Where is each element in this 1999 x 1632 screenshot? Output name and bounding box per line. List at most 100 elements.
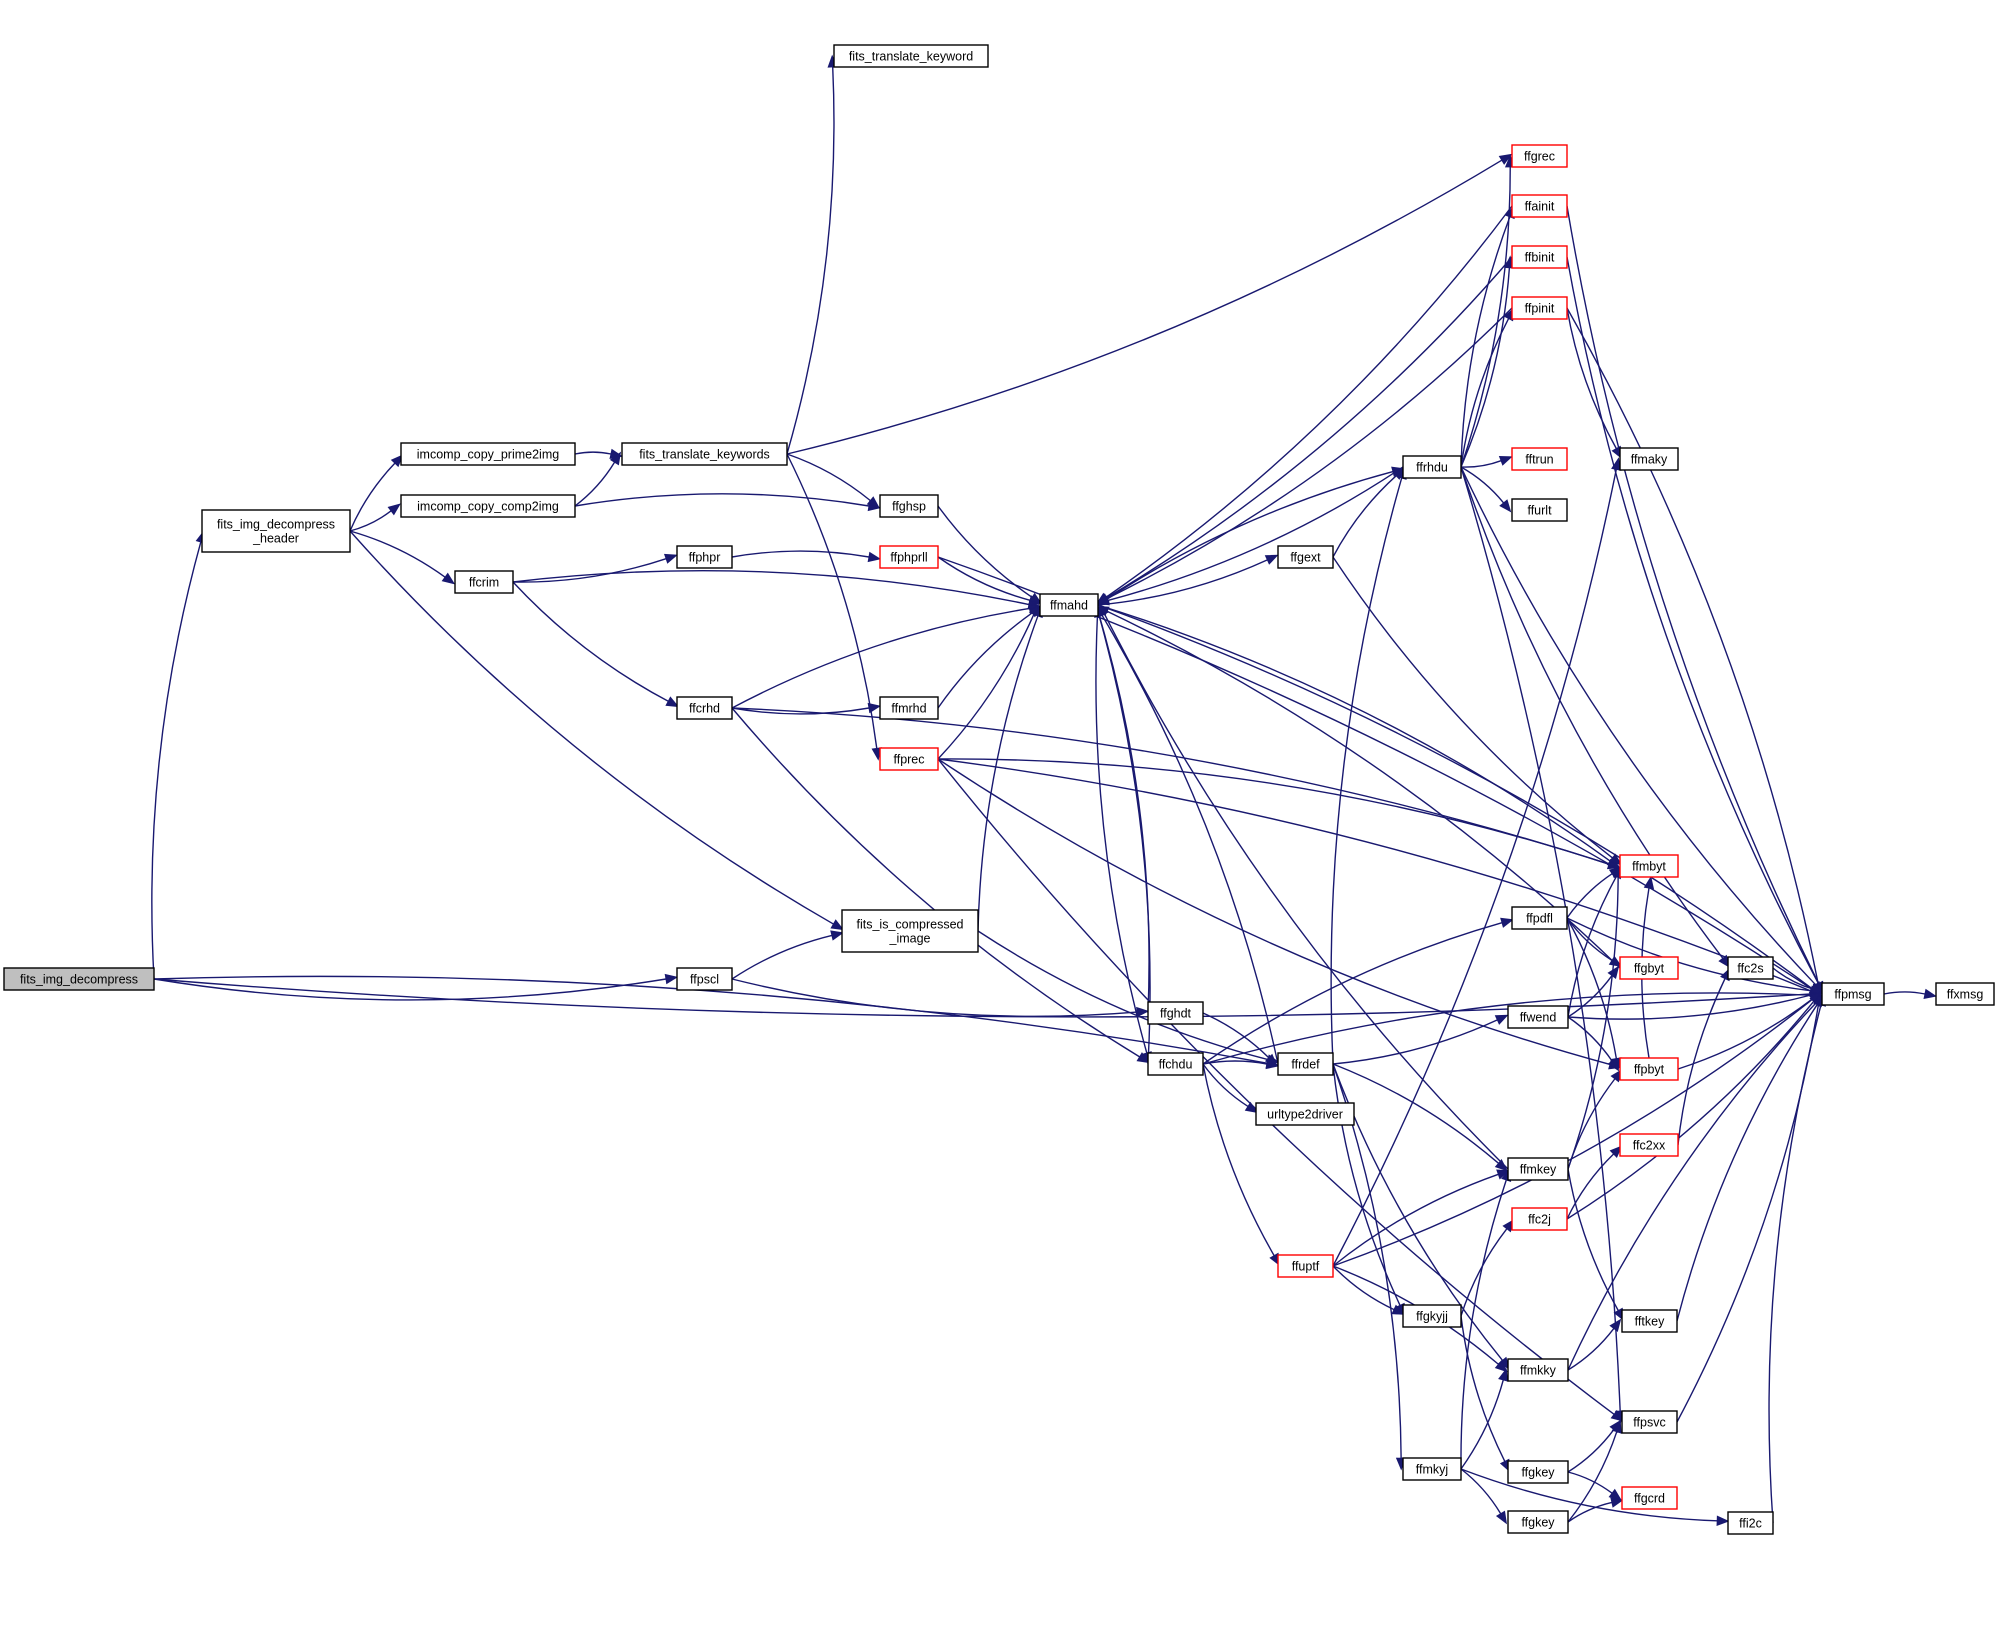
call-edge <box>1567 1016 1620 1072</box>
call-edge <box>1202 917 1514 1065</box>
function-node-ffgext[interactable]: ffgext <box>1277 545 1334 569</box>
function-node-ffpmsg[interactable]: ffpmsg <box>1821 982 1885 1006</box>
call-edge <box>1566 307 1824 996</box>
function-node-ffphprll[interactable]: ffphprll <box>879 545 939 569</box>
function-node-ffmahd[interactable]: ffmahd <box>1039 593 1099 617</box>
call-edge <box>1566 307 1623 460</box>
call-edge <box>1460 1468 1730 1527</box>
function-node-ffghsp[interactable]: ffghsp <box>879 494 939 518</box>
function-node-label: ffgrec <box>1524 150 1555 164</box>
call-edge <box>1332 467 1406 558</box>
function-node-fits-translate-keywords[interactable]: fits_translate_keywords <box>621 442 788 466</box>
function-node-ffpdfl[interactable]: ffpdfl <box>1511 906 1568 930</box>
call-edge <box>1772 967 1825 994</box>
function-node-ffuptf[interactable]: ffuptf <box>1277 1254 1334 1278</box>
function-node-ffghdt[interactable]: ffghdt <box>1147 1001 1204 1025</box>
call-edge <box>349 454 404 532</box>
call-edge <box>1202 1063 1259 1114</box>
function-node-imcomp-copy-comp2img[interactable]: imcomp_copy_comp2img <box>400 494 576 518</box>
function-node-ffpscl[interactable]: ffpscl <box>676 967 733 991</box>
call-edge <box>1097 554 1279 606</box>
call-edge <box>1332 1265 1406 1315</box>
function-node-ffi2c[interactable]: ffi2c <box>1727 1511 1774 1535</box>
function-node-fits-img-decompress-header[interactable]: fits_img_decompress_header <box>201 509 351 553</box>
function-node-label: ffpbyt <box>1634 1063 1665 1077</box>
function-node-ffwend[interactable]: ffwend <box>1507 1005 1569 1029</box>
call-edge <box>1566 205 1825 995</box>
call-edge <box>1677 967 1731 1146</box>
function-node-ffcrhd[interactable]: ffcrhd <box>676 696 733 720</box>
function-node-fftkey[interactable]: fftkey <box>1621 1309 1678 1333</box>
function-node-ffmkey[interactable]: ffmkey <box>1507 1157 1569 1181</box>
call-edge <box>1460 1168 1512 1470</box>
function-node-ffurlt[interactable]: ffurlt <box>1511 498 1568 522</box>
function-node-ffgkey-a[interactable]: ffgkey <box>1507 1460 1569 1484</box>
function-node-ffcrim[interactable]: ffcrim <box>454 570 514 594</box>
function-node-ffgcrd[interactable]: ffgcrd <box>1621 1486 1678 1510</box>
call-edge <box>1460 466 1731 969</box>
function-node-ffpinit[interactable]: ffpinit <box>1511 296 1568 320</box>
call-edge <box>1567 1497 1624 1523</box>
function-node-ffmbyt[interactable]: ffmbyt <box>1619 854 1679 878</box>
call-edge <box>1097 604 1621 869</box>
function-node-ffpbyt[interactable]: ffpbyt <box>1619 1057 1679 1081</box>
function-node-fits-img-decompress[interactable]: fits_img_decompress <box>3 967 155 991</box>
call-edge <box>349 530 456 585</box>
call-edge <box>1096 466 1404 606</box>
function-node-fits-is-compressed-image[interactable]: fits_is_compressed_image <box>841 909 979 953</box>
function-node-ffrhdu[interactable]: ffrhdu <box>1402 455 1462 479</box>
call-edge <box>1460 1219 1515 1317</box>
function-node-ffphpr[interactable]: ffphpr <box>676 545 733 569</box>
function-node-ffxmsg[interactable]: ffxmsg <box>1935 982 1995 1006</box>
function-node-label: ffgext <box>1290 551 1321 565</box>
function-node-label: ffmbyt <box>1632 860 1666 874</box>
function-node-label: ffxmsg <box>1947 988 1984 1002</box>
call-edge <box>1460 466 1626 1424</box>
function-node-ffmkky[interactable]: ffmkky <box>1507 1358 1569 1382</box>
call-edge <box>1460 154 1516 468</box>
function-node-fftrun[interactable]: fftrun <box>1511 447 1568 471</box>
call-edge <box>1095 604 1279 1065</box>
call-edge <box>1566 917 1622 1071</box>
function-node-ffprec[interactable]: ffprec <box>879 747 939 771</box>
function-node-ffgkey-b[interactable]: ffgkey <box>1507 1510 1569 1534</box>
function-node-ffchdu[interactable]: ffchdu <box>1147 1052 1204 1076</box>
function-node-label: ffainit <box>1525 200 1555 214</box>
function-node-label: fits_translate_keywords <box>639 448 770 462</box>
function-node-ffc2xx[interactable]: ffc2xx <box>1619 1133 1679 1157</box>
call-edge <box>1095 307 1513 605</box>
function-node-ffgkyjj[interactable]: ffgkyjj <box>1402 1304 1462 1328</box>
function-node-imcomp-copy-prime2img[interactable]: imcomp_copy_prime2img <box>400 442 576 466</box>
function-node-fits-translate-keyword[interactable]: fits_translate_keyword <box>833 44 989 68</box>
call-edge <box>1460 205 1515 468</box>
function-node-label: ffrhdu <box>1416 461 1448 475</box>
function-node-ffc2j[interactable]: ffc2j <box>1511 1207 1568 1231</box>
call-edge <box>1676 992 1824 1423</box>
function-node-label: ffghdt <box>1160 1007 1192 1021</box>
function-node-label: ffgkey <box>1521 1516 1555 1530</box>
function-node-ffpsvc[interactable]: ffpsvc <box>1621 1410 1678 1434</box>
function-node-ffmkyj[interactable]: ffmkyj <box>1402 1457 1462 1481</box>
function-node-ffbinit[interactable]: ffbinit <box>1511 245 1568 269</box>
function-node-ffmrhd[interactable]: ffmrhd <box>879 696 939 720</box>
call-edge <box>937 505 1043 605</box>
function-node-label: ffgkey <box>1521 1466 1555 1480</box>
call-edge <box>512 553 678 583</box>
call-edge <box>1095 205 1513 605</box>
function-node-label: ffpmsg <box>1834 988 1871 1002</box>
call-edge <box>1567 1318 1622 1371</box>
function-node-urltype2driver[interactable]: urltype2driver <box>1255 1102 1355 1126</box>
function-node-ffc2s[interactable]: ffc2s <box>1727 956 1774 980</box>
call-edge <box>1883 988 1938 1000</box>
function-node-ffgbyt[interactable]: ffgbyt <box>1619 956 1679 980</box>
function-node-ffainit[interactable]: ffainit <box>1511 194 1568 218</box>
call-edge <box>786 153 1513 455</box>
function-node-ffrdef[interactable]: ffrdef <box>1277 1052 1334 1076</box>
call-edge <box>1460 466 1512 513</box>
call-edges <box>151 54 1938 1527</box>
function-node-label: ffgkyjj <box>1416 1310 1448 1324</box>
function-node-ffmaky[interactable]: ffmaky <box>1619 447 1679 471</box>
call-edge <box>1567 1471 1622 1501</box>
call-edge <box>731 603 1042 709</box>
function-node-ffgrec[interactable]: ffgrec <box>1511 144 1568 168</box>
